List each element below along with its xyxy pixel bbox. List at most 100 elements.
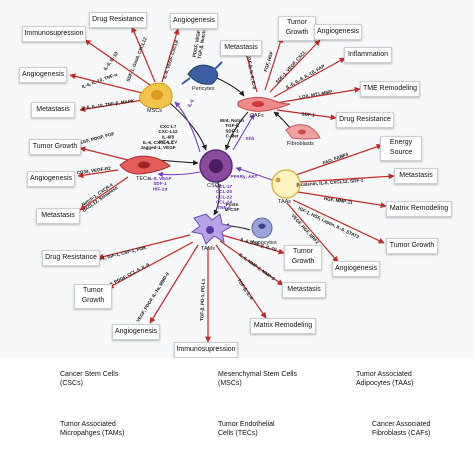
- box-tam-drug-resistance: Drug Resistance: [42, 250, 100, 266]
- box-tec-metastasis: Metastasis: [36, 208, 80, 224]
- factor-taa-metas: β-catenin, IL-6, CXCL12, SDF-1: [296, 178, 364, 188]
- arrow-tam-matrix-remodeling: [215, 244, 267, 319]
- arrow-tec-metastasis: [79, 176, 129, 211]
- factor-taa-matrix: HGF, MMP-11: [324, 196, 354, 205]
- label-pericytes: Pericytes: [192, 86, 215, 92]
- purple-arrows: [157, 101, 273, 181]
- legend-caf-label: Cancer Associated Fibroblasts (CAFs): [372, 420, 430, 438]
- box-caf-metastasis: Metastasis: [220, 40, 262, 56]
- legend-csc-label: Cancer Stem Cells (CSCs): [60, 370, 118, 388]
- cell-cscs: [199, 149, 233, 183]
- cell-taas: [271, 169, 301, 199]
- box-msc-drug-resistance: Drug Resistance: [89, 12, 147, 28]
- legend-msc-line1: Mesenchymal Stem Cells: [218, 371, 297, 378]
- arrow-csc-to-tec: [157, 171, 201, 178]
- label-cscs: CSCs: [207, 183, 222, 189]
- arrow-msc-angiogenesis-top: [161, 28, 180, 83]
- arrow-tec-angiogenesis: [77, 169, 119, 179]
- cell-fibroblasts: [285, 124, 321, 140]
- arrow-csc-to-msc: [174, 101, 201, 153]
- factor-tam-metas: IL-6, MMP-2, MMP-9: [238, 252, 276, 282]
- caf-output-arrows: [243, 36, 361, 121]
- arrow-tec-tumor-growth: [79, 146, 129, 161]
- arrow-msc-metastasis: [79, 99, 144, 113]
- arrow-caf-tme-remodeling: [275, 86, 361, 104]
- legend-msc-label: Mesenchymal Stem Cells (MSCs): [218, 370, 297, 388]
- factor-csc-to-msc: IL-6: [186, 98, 195, 108]
- legend-tam-line2: Micropahges (TAMs): [60, 430, 125, 437]
- factor-pericytes: PDGF, VEGFTGF-β, Notch: [192, 29, 207, 60]
- box-msc-immunosupression: Immunosupression: [22, 26, 86, 42]
- box-tam-tumor-growth-top: Tumor Growth: [284, 245, 322, 270]
- box-caf-drug-resistance: Drug Resistance: [336, 112, 394, 128]
- box-tam-tumor-growth: Tumor Growth: [74, 284, 112, 309]
- factor-taa-to-csc: PPARγ, AKT: [231, 174, 258, 179]
- label-tecs: TECs: [136, 176, 150, 182]
- taa-energy-line1: Energy: [389, 139, 413, 146]
- cell-cafs: [237, 96, 291, 112]
- arrow-caf-to-csc: [224, 111, 249, 151]
- arrow-caf-inflammation: [273, 57, 346, 98]
- factor-tec-metas: Notch-1, CXCR-4CXCL12, Stemness: [79, 180, 120, 213]
- tam-output-arrows: [97, 234, 285, 343]
- legend-tam-label: Tumor Associated Micropahges (TAMs): [60, 420, 124, 438]
- caf-tumor-growth-text: Tumor Growth: [285, 19, 309, 36]
- box-tec-angiogenesis: Angiogenesis: [27, 171, 75, 187]
- legend-tec-label: Tumor Endothelial Cells (TECs): [218, 420, 275, 438]
- legend: Cancer Stem Cells (CSCs) Mesenchymal Ste…: [0, 358, 474, 451]
- box-taa-tumor-growth: Tumor Growth: [386, 238, 438, 254]
- legend-csc-line2: (CSCs): [60, 380, 83, 387]
- arrow-tam-angiogenesis: [149, 244, 199, 324]
- arrow-msc-to-csc: [169, 102, 207, 151]
- box-tam-immunosupression: Immunosupression: [174, 342, 238, 358]
- arrow-csc-to-caf: [232, 113, 255, 151]
- tec-output-arrows: [77, 146, 129, 211]
- factor-tam-immuno: TGF-β, PD-1, PD-L1: [199, 278, 205, 321]
- box-taa-energy-source: Energy Source: [380, 136, 422, 161]
- arrow-csc-to-tam: [213, 181, 220, 216]
- arrow-taa-tumor-growth: [292, 199, 385, 244]
- legend-taa-line1: Tumor Associated: [356, 371, 412, 378]
- factor-msc-ang-left: IL-6, IL-10, TNF-α: [81, 72, 118, 90]
- arrow-pericyte-to-caf: [216, 77, 245, 97]
- factor-tec-growth: VEGF, PDGF, FGF: [76, 131, 115, 146]
- arrow-taa-matrix-remodeling: [297, 191, 387, 209]
- box-msc-angiogenesis-left: Angiogenesis: [19, 67, 67, 83]
- tam-growth-line2: Growth: [81, 297, 105, 304]
- box-caf-tumor-growth: Tumor Growth: [278, 16, 316, 41]
- label-mscs: MSCs: [147, 108, 162, 114]
- legend-taa-line2: Adipocytes (TAAs): [356, 380, 414, 387]
- box-taa-angiogenesis: Angiogenesis: [332, 261, 380, 277]
- factor-caf-growth: FGF, HGF: [263, 51, 274, 73]
- cell-tams: [190, 213, 234, 245]
- box-tam-angiogenesis: Angiogenesis: [112, 324, 160, 340]
- cell-monocytes: [251, 217, 273, 239]
- box-tec-tumor-growth: Tumor Growth: [29, 139, 81, 155]
- box-caf-inflammation: Inflammation: [344, 47, 392, 63]
- arrow-msc-angiogenesis-left: [69, 73, 143, 94]
- legend-caf-line2: Fibroblasts (CAFs): [372, 430, 431, 437]
- arrow-msc-immunosupression: [84, 39, 151, 86]
- factor-caf-drug: SDF-1: [301, 111, 315, 117]
- factor-msc-metas: IL-6, IL-10, TNF-β, MAPK: [81, 98, 135, 110]
- legend-msc-line2: (MSCs): [218, 380, 242, 387]
- arrow-caf-angiogenesis: [269, 39, 321, 93]
- tam-growth-top-line2: Growth: [291, 258, 315, 265]
- box-taa-metastasis: Metastasis: [394, 168, 438, 184]
- box-tam-metastasis: Metastasis: [282, 282, 326, 298]
- arrow-caf-metastasis: [243, 49, 258, 93]
- arrow-tam-tumor-growth-top: [221, 234, 285, 255]
- box-msc-angiogenesis-top: Angiogenesis: [170, 13, 218, 29]
- box-caf-angiogenesis: Angiogenesis: [314, 24, 362, 40]
- factor-csc-to-caf: Shh: [246, 136, 255, 141]
- arrow-fibroblast-to-caf: [273, 111, 291, 129]
- arrow-taa-angiogenesis: [286, 202, 339, 263]
- factor-tec-ang: CD34, VEGF-R2: [77, 166, 112, 176]
- tam-growth-line1: Tumor: [83, 287, 103, 294]
- legend-tec-line1: Tumor Endothelial: [218, 421, 275, 428]
- box-caf-tme-remodeling: TME Remodeling: [360, 81, 420, 97]
- factor-taa-energy: FAO, FABP4: [322, 152, 349, 166]
